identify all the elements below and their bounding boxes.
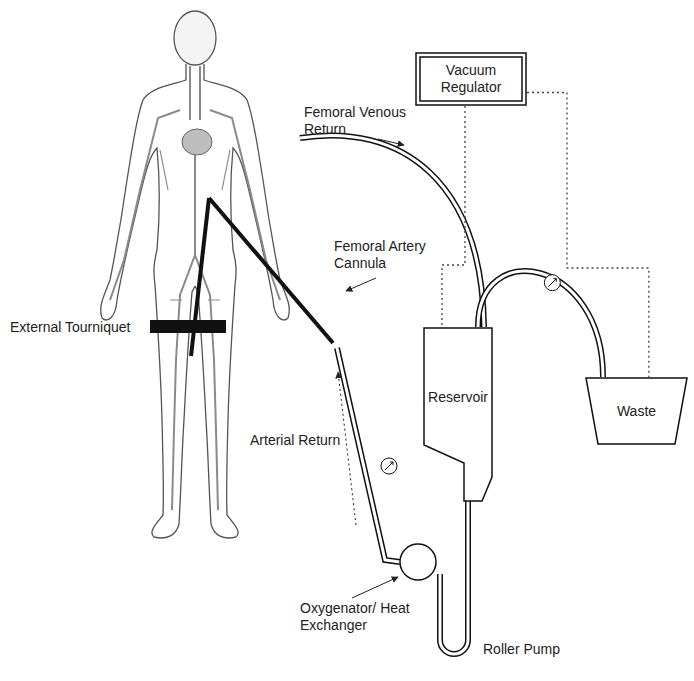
tourniquet xyxy=(150,320,226,333)
vacuum-line xyxy=(527,93,649,378)
node-label: Vacuum Regulator xyxy=(429,62,513,96)
callout-label: Oxygenator/ Heat Exchanger xyxy=(300,600,412,634)
body-outline xyxy=(101,64,290,538)
node-label: Reservoir xyxy=(422,389,494,406)
heart xyxy=(182,129,212,155)
arterial-cannula xyxy=(209,198,333,343)
gauge-needle xyxy=(548,279,556,287)
reservoir-outline xyxy=(420,327,496,502)
oxygenator xyxy=(400,544,436,580)
waste-container: Waste xyxy=(585,377,688,445)
callout-label: Femoral Venous Return xyxy=(304,104,422,138)
leader-arrows xyxy=(338,139,404,598)
callout-label: Femoral Artery Cannula xyxy=(334,238,446,272)
callout-label: Arterial Return xyxy=(250,432,340,449)
pressure-gauge xyxy=(544,275,560,291)
reservoir-tank: Reservoir xyxy=(420,327,496,502)
tube-outer xyxy=(478,271,603,377)
head xyxy=(174,11,216,65)
vacuum-line xyxy=(442,106,465,327)
pressure-gauge xyxy=(381,458,397,474)
node-label: Waste xyxy=(592,403,682,420)
callout-label: External Tourniquet xyxy=(10,319,130,336)
callout-label: Roller Pump xyxy=(483,641,560,658)
regulator-box: Vacuum Regulator xyxy=(415,52,527,106)
waste-tube xyxy=(478,271,603,377)
